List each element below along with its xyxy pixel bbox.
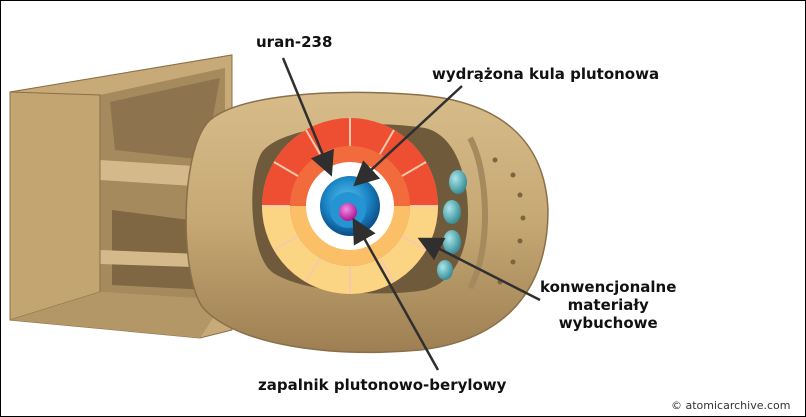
arrow-initiator xyxy=(352,217,440,371)
credit-text: © atomicarchive.com xyxy=(671,399,791,412)
arrow-explosives xyxy=(417,237,541,302)
label-conventional-explosives: konwencjonalne materiały wybuchowe xyxy=(540,278,676,332)
arrow-uranium xyxy=(281,57,334,177)
label-explosives-line-3: wybuchowe xyxy=(558,314,658,332)
label-hollow-plutonium-sphere: wydrążona kula plutonowa xyxy=(432,65,660,83)
leader-arrows xyxy=(281,57,541,371)
arrow-plutonium xyxy=(353,85,463,187)
initiator-core xyxy=(339,203,357,221)
label-uranium: uran-238 xyxy=(256,33,333,51)
label-explosives-line-1: konwencjonalne xyxy=(540,278,677,296)
label-initiator: zapalnik plutonowo-berylowy xyxy=(258,376,507,394)
detonators xyxy=(437,170,467,280)
label-explosives-line-2: materiały xyxy=(567,296,649,314)
